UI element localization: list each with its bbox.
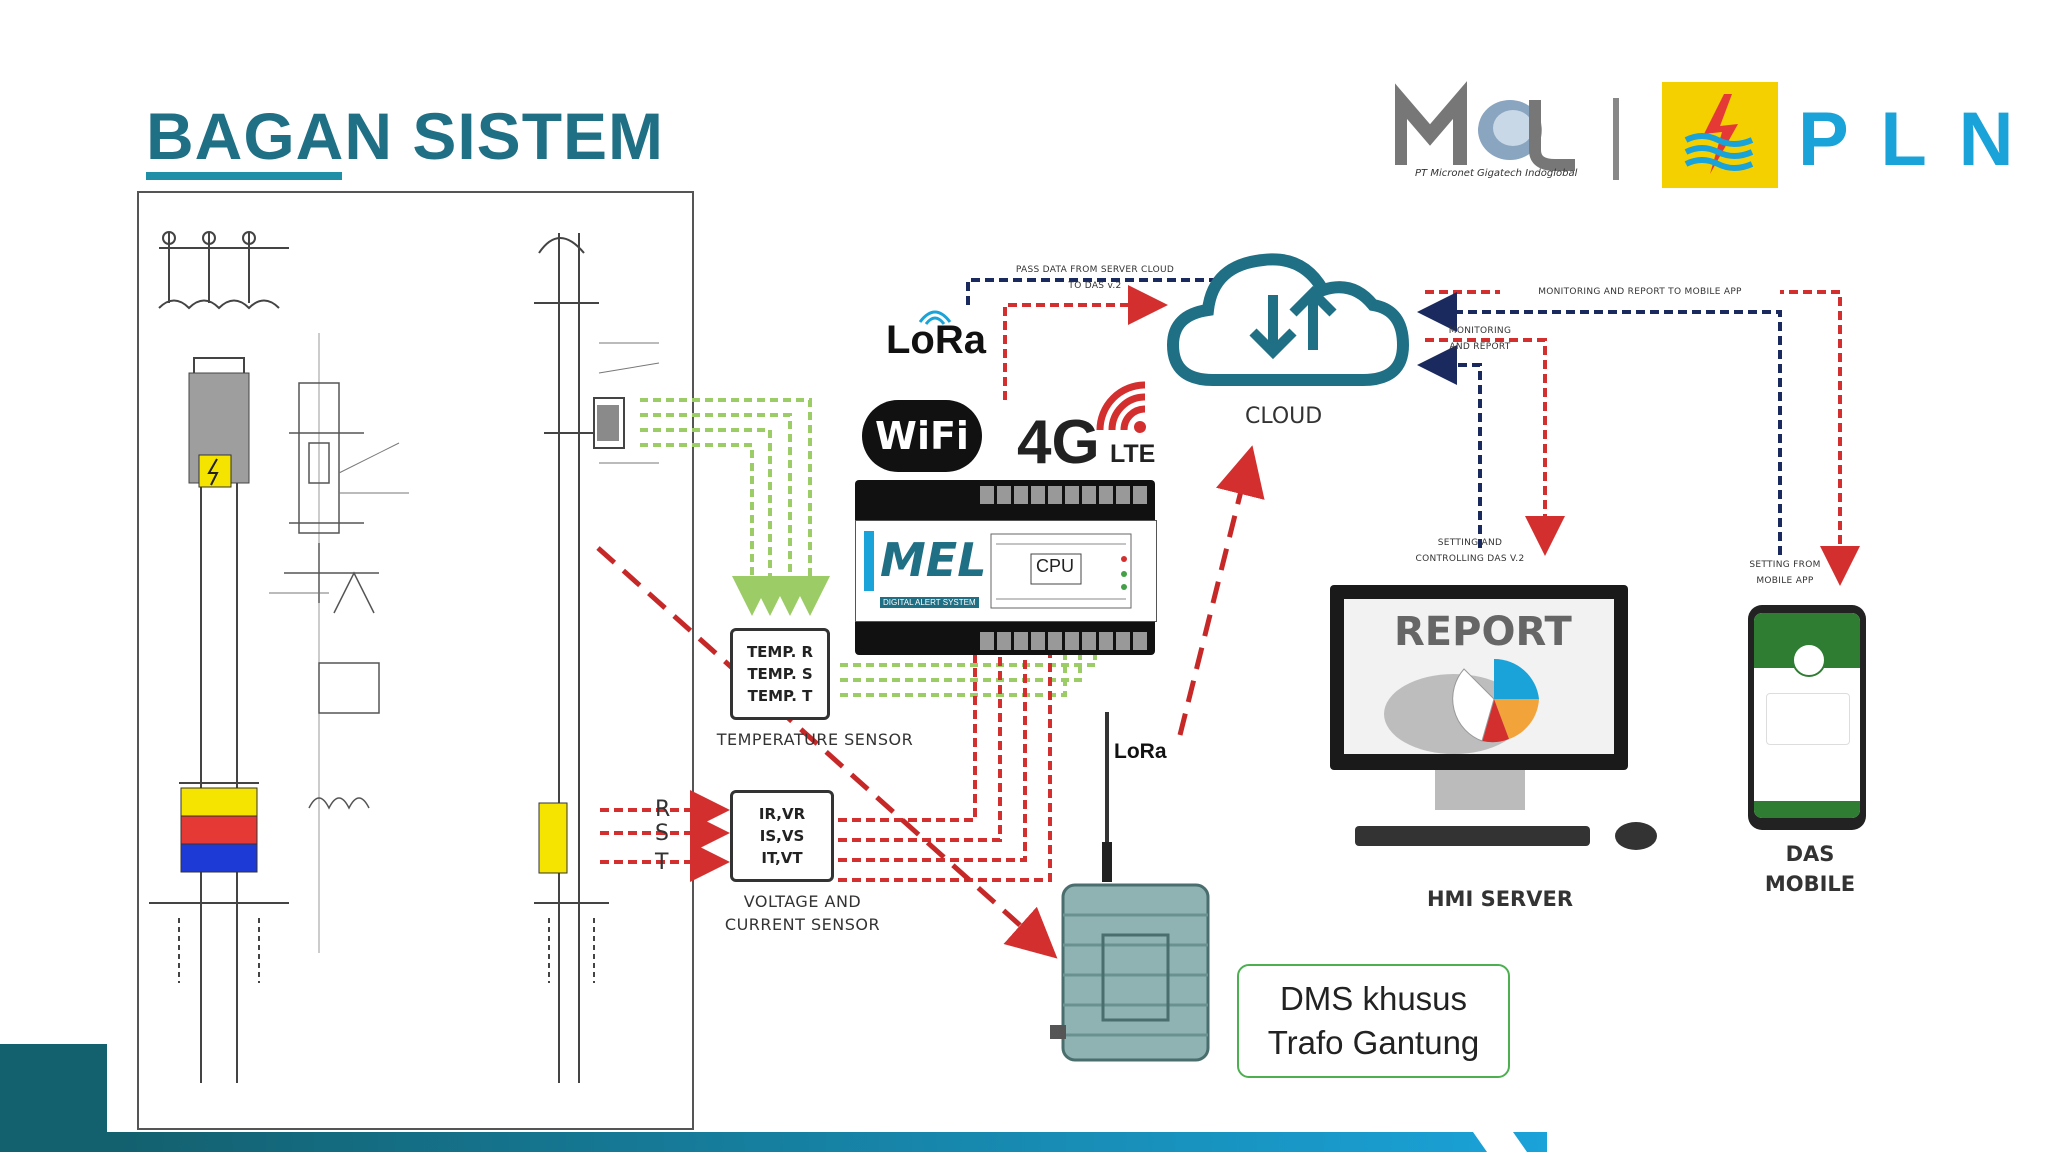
wifi-logo: WiFi (862, 400, 982, 472)
bottom-band (107, 1132, 1547, 1152)
lora-logo: LoRa (880, 300, 1000, 370)
lte-4g-logo: 4G LTE (1015, 375, 1180, 477)
monitoring-note-2: AND REPORT (1449, 342, 1511, 352)
pole-technical-drawing (137, 191, 694, 1130)
das-mobile-phone (1748, 605, 1866, 830)
hmi-monitor: REPORT (1330, 585, 1628, 770)
das-mobile-label-2: MOBILE (1764, 872, 1856, 896)
lte-suffix-label: LTE (1110, 440, 1156, 468)
dms-line2: Trafo Gantung (1267, 1024, 1480, 1061)
page-title: BAGAN SISTEM (146, 99, 665, 173)
monitoring-mobile-note: MONITORING AND REPORT TO MOBILE APP (1500, 287, 1780, 297)
temperature-sensor-box: TEMP. R TEMP. S TEMP. T (730, 628, 830, 720)
pln-icon (1662, 82, 1778, 188)
hmi-stand (1435, 770, 1525, 810)
temp-t: TEMP. T (747, 687, 813, 705)
antenna (1100, 712, 1114, 882)
das-mobile-label-1: DAS (1785, 842, 1835, 866)
vc-t: IT,VT (761, 849, 803, 867)
phase-label-t: T (655, 850, 669, 875)
phase-label-r: R (655, 797, 671, 822)
pln-wordmark: P L N (1798, 97, 2020, 182)
mgi-tagline: PT Micronet Gigatech Indoglobal (1415, 168, 1578, 179)
cloud-icon (1163, 240, 1413, 395)
dms-line1: DMS khusus (1279, 980, 1468, 1017)
dms-enclosure (1048, 875, 1223, 1070)
vc-r: IR,VR (758, 805, 806, 823)
lora-antenna-label: LoRa (1114, 740, 1167, 763)
temp-s: TEMP. S (747, 665, 813, 683)
phone-screen (1754, 613, 1860, 818)
device-cpu-label: CPU (1036, 556, 1075, 576)
device-bottom-terminals (980, 632, 1150, 650)
setting-das-note-2: CONTROLLING DAS V.2 (1415, 554, 1525, 564)
phase-label-s: S (655, 821, 669, 846)
title-underline (146, 172, 342, 180)
lte-4g-label: 4G (1017, 408, 1100, 477)
cloud-label: CLOUD (1245, 404, 1323, 429)
setting-das-note-1: SETTING AND (1437, 538, 1503, 548)
vc-sensor-caption-2: CURRENT SENSOR (724, 915, 881, 934)
device-face: MEL DIGITAL ALERT SYSTEM CPU (855, 520, 1157, 622)
hmi-mouse (1615, 822, 1657, 850)
setting-mobile-note-2: MOBILE APP (1756, 576, 1814, 586)
device-product-line: DIGITAL ALERT SYSTEM (880, 597, 979, 608)
wifi-label: WiFi (875, 414, 969, 458)
hmi-keyboard (1355, 826, 1590, 846)
dms-label-box: DMS khusus Trafo Gantung (1237, 964, 1510, 1078)
hmi-screen: REPORT (1344, 599, 1614, 754)
vc-sensor-caption-1: VOLTAGE AND (743, 892, 862, 911)
temp-r: TEMP. R (746, 643, 814, 661)
voltage-current-sensor-box: IR,VR IS,VS IT,VT (730, 790, 834, 882)
device-brand-stripe (864, 531, 874, 591)
device-brand: MEL (880, 533, 987, 587)
vc-s: IS,VS (759, 827, 805, 845)
setting-mobile-note-1: SETTING FROM (1749, 560, 1821, 570)
mgi-logo: PT Micronet Gigatech Indoglobal (1393, 80, 1630, 192)
temperature-sensor-caption: TEMPERATURE SENSOR (716, 730, 914, 749)
mel-das-device: MEL DIGITAL ALERT SYSTEM CPU (855, 480, 1157, 655)
device-top-terminals (980, 486, 1150, 504)
pass-data-note-1: PASS DATA FROM SERVER CLOUD (1015, 265, 1175, 275)
hmi-report-text: REPORT (1394, 609, 1572, 655)
monitoring-note-1: MONITORING (1448, 326, 1512, 336)
bottom-left-band (0, 1044, 107, 1152)
hmi-server-label: HMI SERVER (1426, 887, 1573, 911)
lora-label: LoRa (886, 318, 986, 362)
pass-data-note-2: TO DAS v.2 (1068, 281, 1122, 291)
